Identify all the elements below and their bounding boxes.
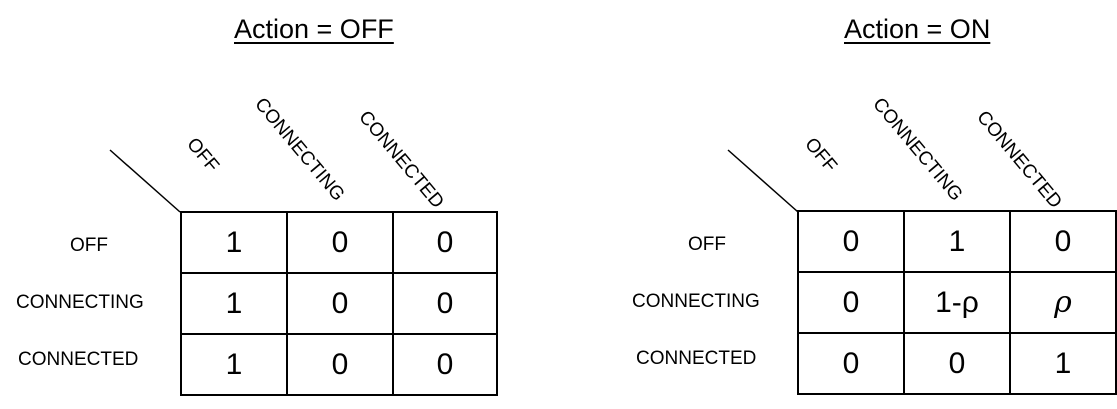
transition-matrix: 1 0 0 1 0 0 1 0 0: [180, 211, 498, 396]
row-label-connected: CONNECTED: [18, 349, 139, 370]
matrix-cell: 0: [392, 211, 498, 274]
matrix-cell: ρ: [1009, 271, 1117, 334]
matrix-cell: 1: [180, 333, 288, 396]
row-label-off: OFF: [688, 234, 726, 255]
matrix-cell: 1: [180, 272, 288, 335]
transition-matrix: 0 1 0 0 1-ρ ρ 0 0 1: [797, 210, 1117, 395]
matrix-cell: 0: [286, 211, 394, 274]
matrix-cell: 0: [1009, 210, 1117, 273]
row-label-off: OFF: [70, 235, 108, 256]
matrix-cell: 0: [903, 332, 1011, 395]
matrix-row: 0 1-ρ ρ: [797, 271, 1117, 334]
matrix-cell: 0: [797, 271, 905, 334]
matrix-cell: 0: [797, 210, 905, 273]
matrix-row: 0 0 1: [797, 332, 1117, 395]
row-label-connected: CONNECTED: [636, 348, 757, 369]
panel-title: Action = OFF: [234, 14, 394, 44]
matrix-cell: 0: [797, 332, 905, 395]
matrix-cell: 1: [903, 210, 1011, 273]
matrix-cell: 0: [286, 333, 394, 396]
matrix-row: 0 1 0: [797, 210, 1117, 273]
matrix-cell: 1: [1009, 332, 1117, 395]
matrix-row: 1 0 0: [180, 211, 498, 274]
panel-action-off: Action = OFF OFF CONNECTING CONNECTED OF…: [0, 0, 540, 409]
matrix-row: 1 0 0: [180, 272, 498, 335]
matrix-cell: 0: [286, 272, 394, 335]
corner-diagonal-line: [109, 149, 181, 213]
row-label-connecting: CONNECTING: [16, 292, 144, 313]
corner-diagonal-line: [727, 149, 799, 213]
column-header-connected: CONNECTED: [972, 106, 1066, 213]
matrix-row: 1 0 0: [180, 333, 498, 396]
column-header-connecting: CONNECTING: [868, 93, 967, 206]
matrix-cell: 1: [180, 211, 288, 274]
row-label-connecting: CONNECTING: [632, 291, 760, 312]
panel-title: Action = ON: [844, 14, 991, 44]
matrix-cell: 1-ρ: [903, 271, 1011, 334]
matrix-cell: 0: [392, 333, 498, 396]
matrix-cell: 0: [392, 272, 498, 335]
